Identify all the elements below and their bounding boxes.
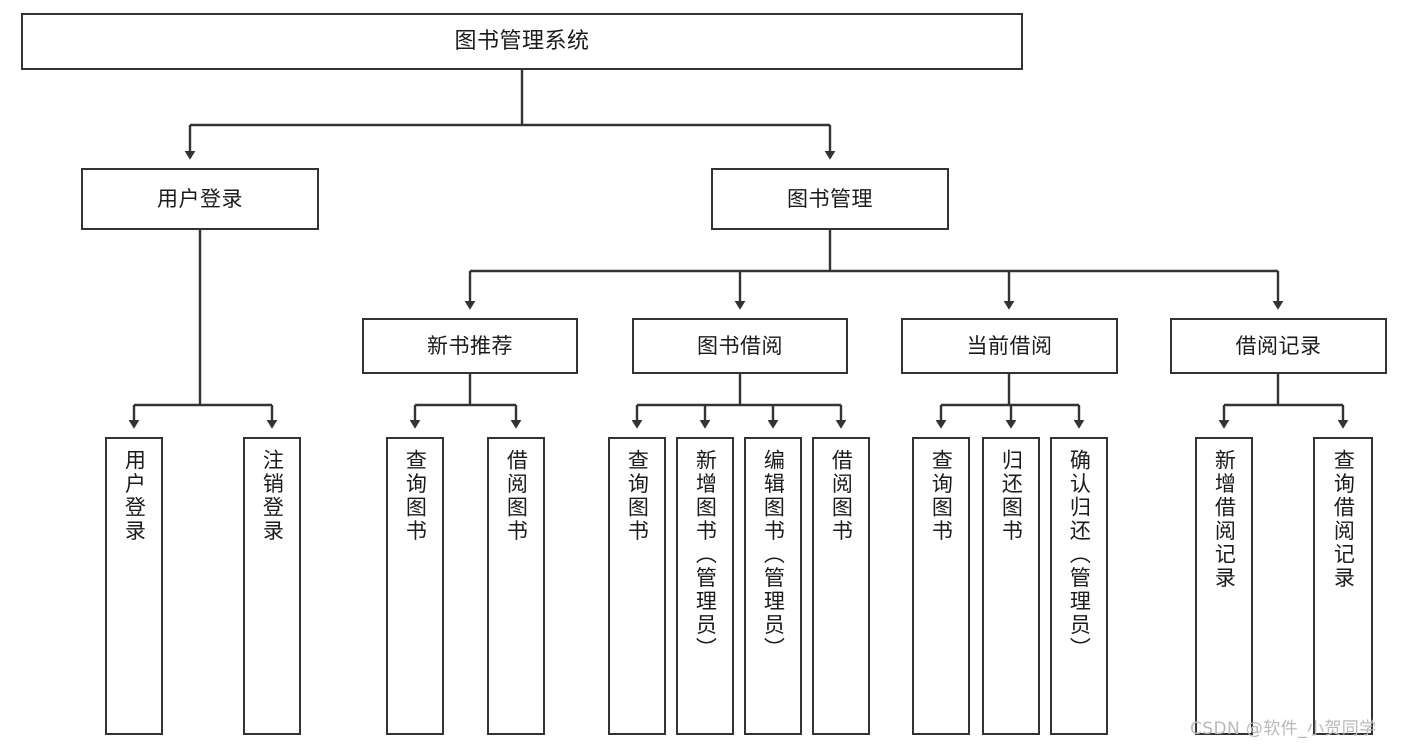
node-label: 图书管理 [787,186,873,211]
node-leaf-edit-book-admin[interactable]: 编辑图书（管理员） [744,437,802,735]
node-leaf-borrow-book[interactable]: 借阅图书 [812,437,870,735]
node-leaf-add-borrow-record[interactable]: 新增借阅记录 [1195,437,1253,735]
node-new-book-recommendation[interactable]: 新书推荐 [362,318,578,374]
node-label: 用户登录 [122,449,147,543]
node-leaf-logout[interactable]: 注销登录 [243,437,301,735]
node-label: 归还图书 [999,449,1024,543]
node-label: 用户登录 [157,186,243,211]
node-book-borrowing[interactable]: 图书借阅 [632,318,848,374]
node-leaf-confirm-return-admin[interactable]: 确认归还（管理员） [1050,437,1108,735]
node-leaf-query-book-current[interactable]: 查询图书 [912,437,970,735]
node-current-borrowing[interactable]: 当前借阅 [901,318,1118,374]
node-book-management[interactable]: 图书管理 [711,168,949,230]
node-label: 编辑图书（管理员） [761,449,786,661]
node-label: 查询图书 [929,449,954,543]
node-label: 查询图书 [625,449,650,543]
node-borrow-records[interactable]: 借阅记录 [1170,318,1387,374]
node-leaf-borrow-book-recommend[interactable]: 借阅图书 [487,437,545,735]
node-label: 图书管理系统 [454,28,590,54]
node-label: 借阅图书 [504,449,529,543]
node-label: 新增借阅记录 [1212,449,1237,590]
node-leaf-query-book-recommend[interactable]: 查询图书 [386,437,444,735]
node-leaf-user-login[interactable]: 用户登录 [105,437,163,735]
node-leaf-add-book-admin[interactable]: 新增图书（管理员） [676,437,734,735]
csdn-watermark: CSDN @软件_小贺同学 [1190,719,1377,739]
node-leaf-query-book-borrow[interactable]: 查询图书 [608,437,666,735]
node-user-login[interactable]: 用户登录 [81,168,319,230]
node-label: 当前借阅 [966,333,1053,358]
node-label: 注销登录 [260,449,285,543]
node-label: 新书推荐 [427,333,513,358]
node-leaf-query-borrow-record[interactable]: 查询借阅记录 [1313,437,1373,735]
node-root-system[interactable]: 图书管理系统 [21,13,1023,70]
node-label: 借阅图书 [829,449,854,543]
node-label: 图书借阅 [697,333,783,358]
node-label: 查询图书 [403,449,428,543]
node-leaf-return-book[interactable]: 归还图书 [982,437,1040,735]
node-label: 查询借阅记录 [1331,449,1356,590]
node-label: 借阅记录 [1235,333,1322,358]
node-label: 确认归还（管理员） [1067,449,1092,661]
node-label: 新增图书（管理员） [693,449,718,661]
